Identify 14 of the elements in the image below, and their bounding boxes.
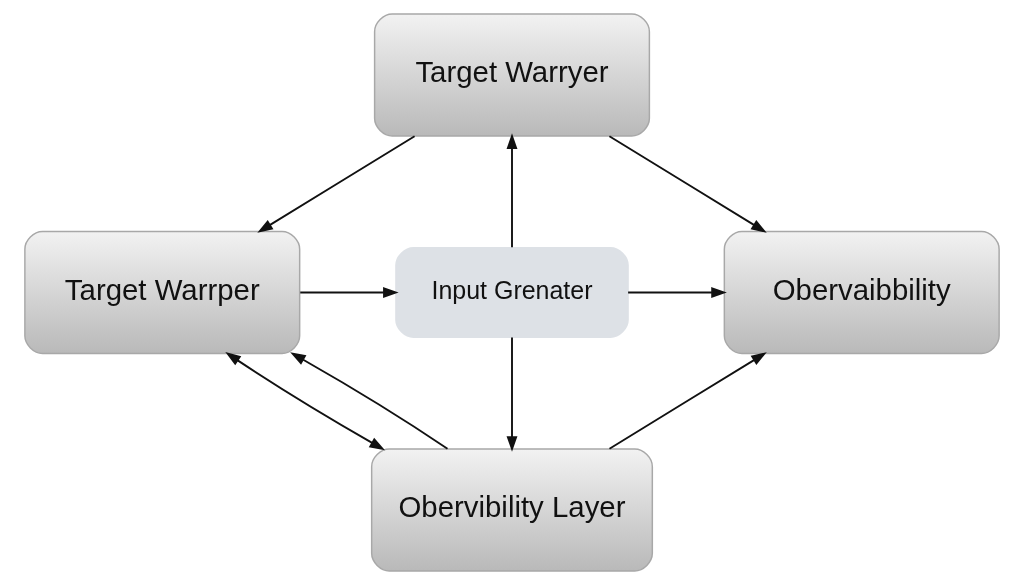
- node-box: Obervaibbility: [723, 230, 1000, 355]
- arrow: [506, 133, 518, 249]
- arrow: [290, 352, 449, 450]
- arrow: [257, 135, 416, 233]
- arrow: [627, 287, 727, 298]
- node-box: Target Warryer: [373, 13, 651, 137]
- arrow: [608, 135, 767, 233]
- node-box: Input Grenater: [395, 246, 629, 339]
- arrow: [299, 287, 399, 298]
- arrow: [506, 336, 518, 452]
- node-box: Obervibility Layer: [370, 448, 654, 572]
- arrow: [225, 352, 385, 451]
- node-box: Target Warrper: [24, 230, 301, 355]
- arrow: [608, 352, 767, 450]
